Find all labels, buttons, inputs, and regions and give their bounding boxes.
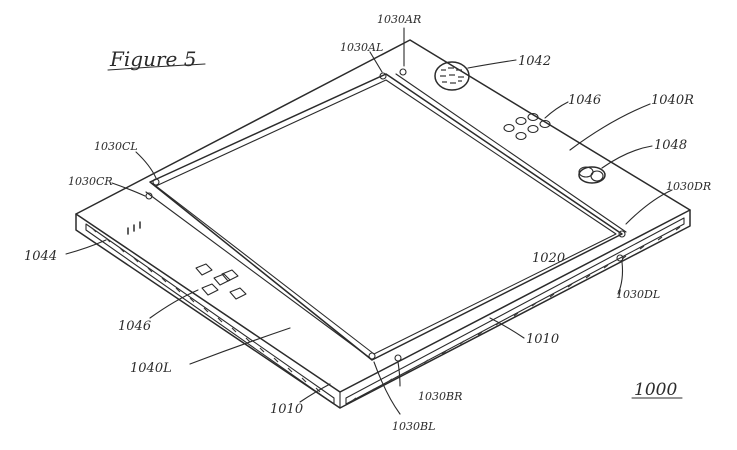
label-1030bl: 1030BL — [392, 420, 435, 433]
joystick-1048 — [578, 166, 606, 184]
contact-points — [145, 68, 626, 362]
contact-1030dl — [616, 254, 624, 262]
contact-1030dr — [618, 230, 626, 238]
title-underline — [107, 63, 206, 71]
label-1010-right: 1010 — [526, 332, 559, 347]
leader-lines — [65, 27, 683, 415]
side-slot-left-hatching — [91, 227, 321, 393]
label-1030cl: 1030CL — [94, 140, 138, 153]
label-1040r: 1040R — [651, 93, 694, 108]
contact-1030al — [379, 72, 387, 80]
label-1020: 1020 — [532, 251, 565, 266]
label-1030br: 1030BR — [418, 390, 462, 403]
right-rail — [395, 73, 627, 233]
label-1030cr: 1030CR — [68, 175, 113, 188]
side-slot-right — [345, 217, 685, 405]
label-1046-right: 1046 — [568, 93, 601, 108]
speaker-grille-1042 — [434, 61, 470, 91]
contact-1030cr — [145, 192, 153, 200]
label-1040l: 1040L — [130, 361, 172, 376]
display-inner-edge — [155, 79, 617, 355]
left-rail — [145, 191, 371, 359]
label-1030ar: 1030AR — [377, 13, 421, 26]
contact-1030ar — [399, 68, 407, 76]
dpad-1046 — [195, 263, 247, 300]
side-slot-right-hatching — [351, 226, 681, 402]
label-1044: 1044 — [24, 249, 57, 264]
indicator-marks-1044 — [127, 221, 141, 235]
label-1046-left: 1046 — [118, 319, 151, 334]
label-1010-left: 1010 — [270, 402, 303, 417]
contact-1030bl — [368, 352, 376, 360]
label-1042: 1042 — [518, 54, 551, 69]
contact-1030br — [394, 354, 402, 362]
display-screen — [149, 73, 623, 361]
label-1030dl: 1030DL — [616, 288, 660, 301]
label-1030al: 1030AL — [340, 41, 383, 54]
label-1048: 1048 — [654, 138, 687, 153]
label-1030dr: 1030DR — [666, 180, 711, 193]
contact-1030cl — [152, 178, 160, 186]
button-cluster-1046 — [503, 112, 551, 141]
side-slot-left — [85, 223, 335, 405]
label-1000: 1000 — [634, 380, 677, 400]
